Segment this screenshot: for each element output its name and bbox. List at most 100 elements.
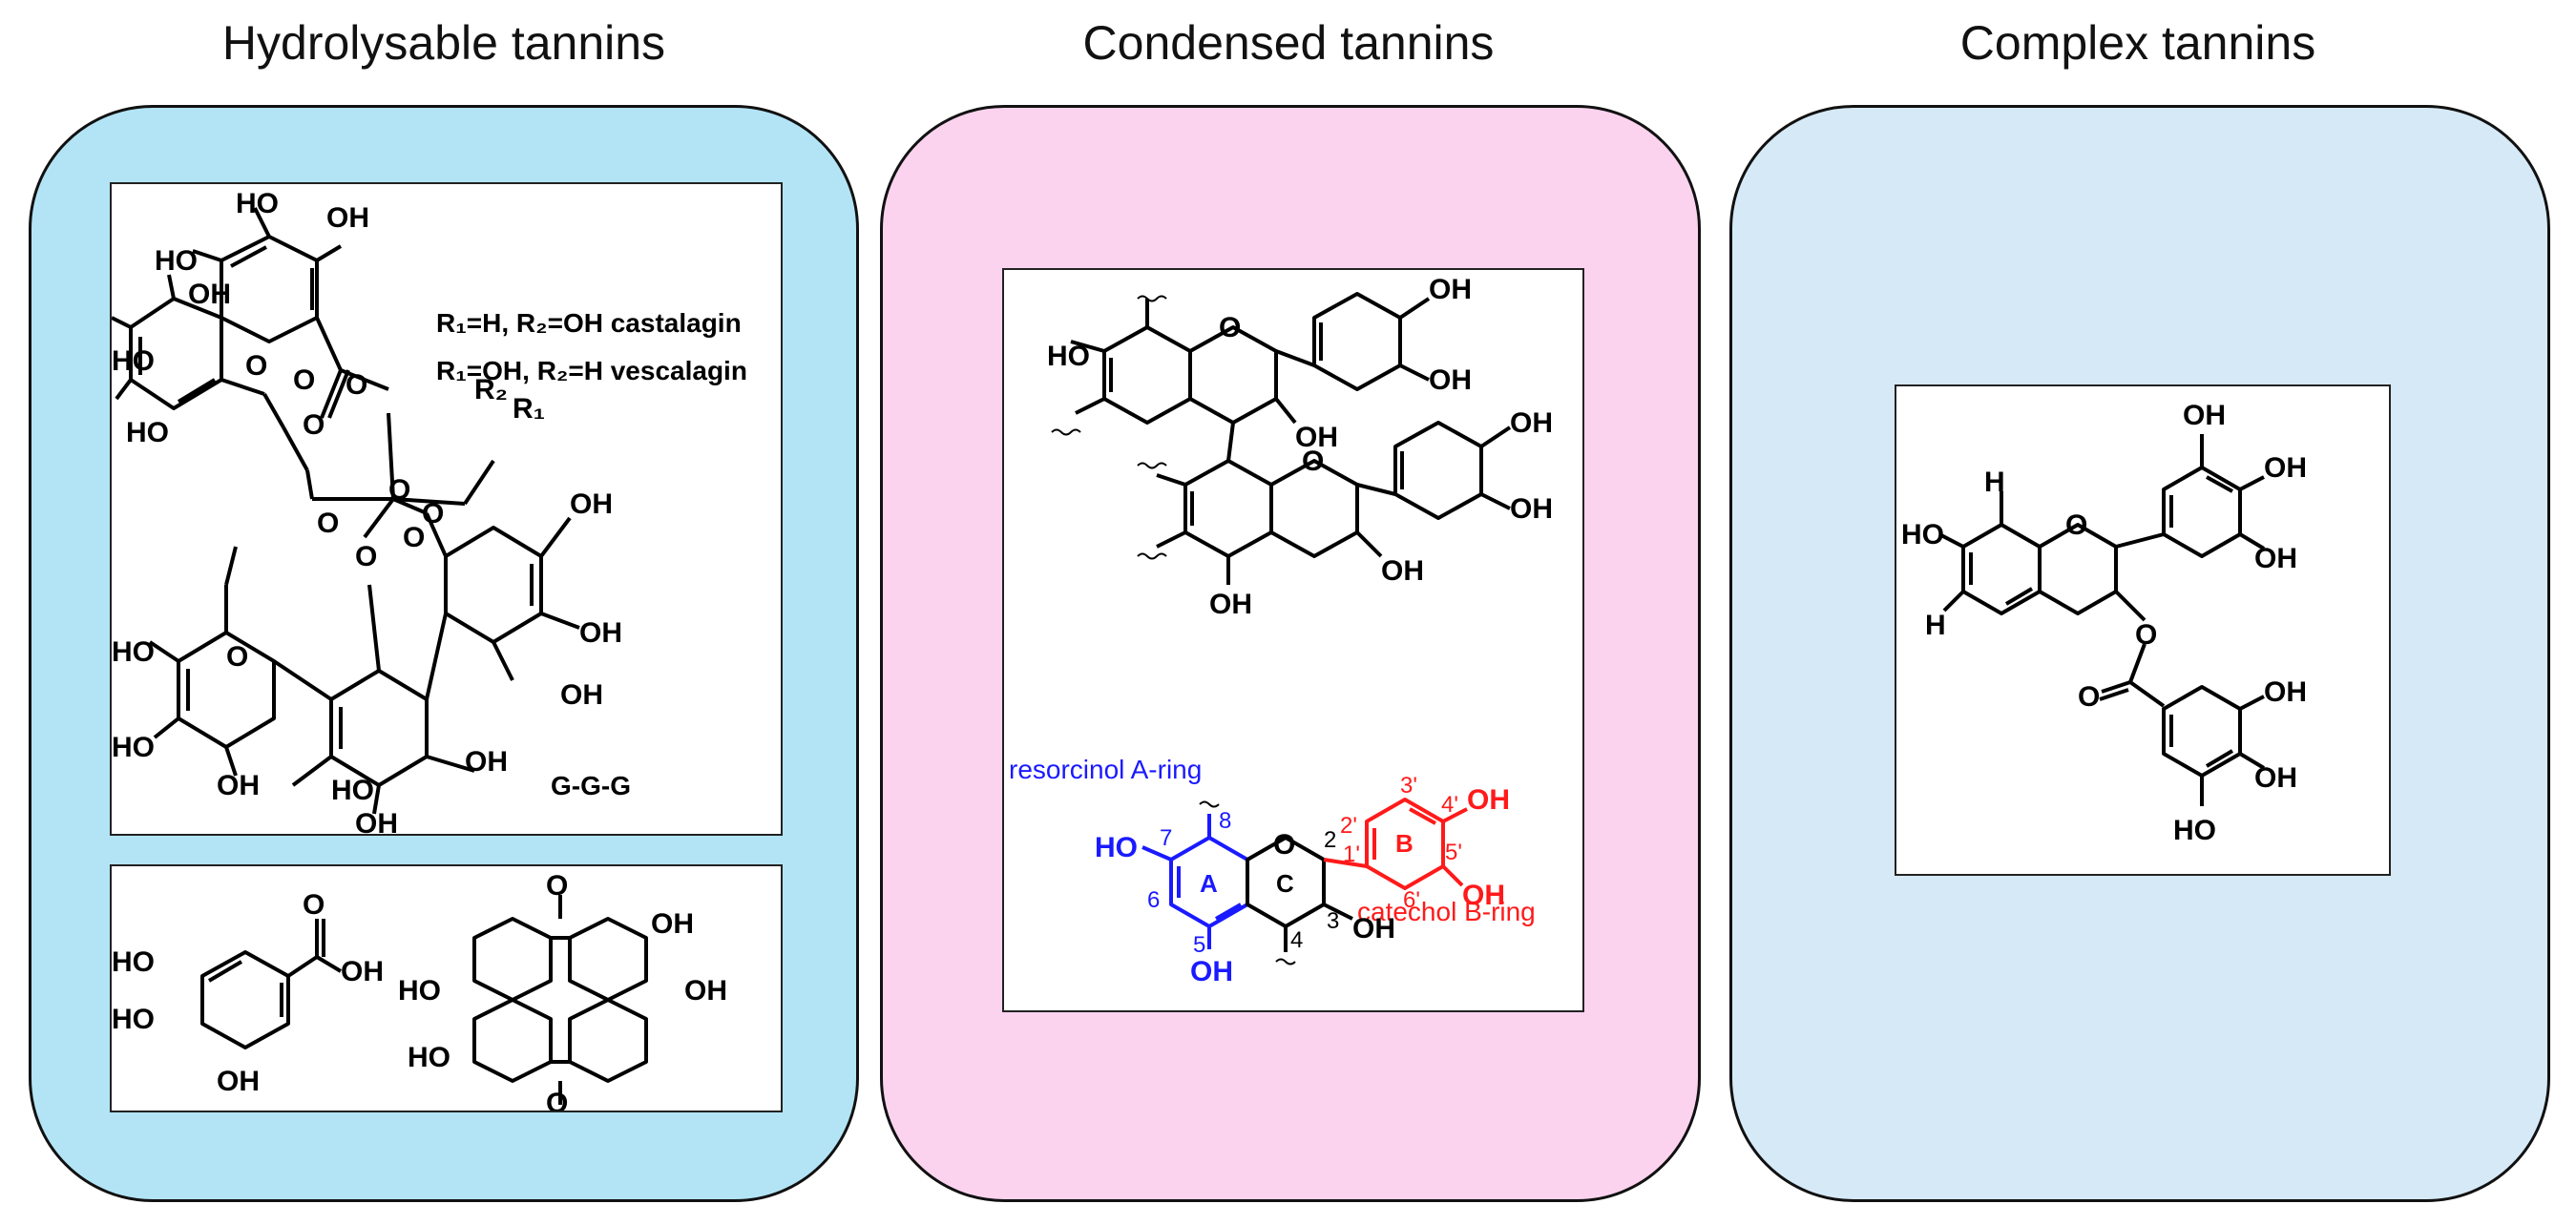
position-label: 4': [1441, 792, 1458, 818]
epigallocatechin-gallate-structure: H HO H O OH OH OH O O OH OH HO: [1901, 400, 2307, 846]
condensed-panel: HO O OH OH OH O OH OH OH OH: [880, 105, 1701, 1202]
position-label: 1': [1343, 841, 1360, 867]
atom-label: O: [1302, 446, 1324, 477]
atom-label: OH: [1462, 880, 1505, 911]
ring-b-label: B: [1395, 829, 1414, 858]
atom-label: HO: [236, 188, 279, 219]
ring-c-label: C: [1276, 869, 1294, 898]
atom-label: HO: [1901, 519, 1944, 550]
atom-label: OH: [1429, 364, 1472, 396]
catechol-label: catechol B-ring: [1357, 897, 1536, 926]
atom-label: OH: [1190, 956, 1233, 987]
castalagin-structure-box: HO OH HO OH HO HO O O O O R₂ R₁ O O O O …: [110, 182, 783, 836]
atom-label: O: [1273, 829, 1295, 861]
hydrolysable-panel: HO OH HO OH HO HO O O O O R₂ R₁ O O O O …: [29, 105, 859, 1202]
atom-label: OH: [2254, 543, 2297, 574]
atom-label: OH: [188, 279, 231, 310]
atom-label: OH: [570, 488, 613, 520]
position-label: 6': [1403, 887, 1420, 913]
atom-label: OH: [341, 956, 384, 987]
atom-label: HO: [2173, 815, 2216, 846]
atom-label: HO: [331, 775, 374, 806]
atom-label: OH: [1352, 913, 1395, 945]
atom-label: O: [388, 474, 410, 506]
atom-label: HO: [112, 1004, 155, 1035]
atom-label: O: [355, 541, 377, 572]
position-label: 4: [1290, 927, 1303, 953]
condensed-structure-box: HO O OH OH OH O OH OH OH OH: [1002, 268, 1584, 1012]
atom-label: OH: [217, 1066, 260, 1097]
atom-label: O: [226, 641, 248, 673]
atom-label: OH: [2264, 676, 2307, 708]
atom-label: OH: [1510, 493, 1553, 525]
atom-label: O: [245, 350, 267, 382]
atom-label: OH: [1429, 274, 1472, 305]
position-label: 8: [1219, 808, 1231, 834]
procyanidin-structure: HO O OH OH OH O OH OH OH OH: [1009, 274, 1553, 987]
atom-label: O: [317, 508, 339, 539]
position-label: 5': [1445, 840, 1462, 865]
hydrolysable-title: Hydrolysable tannins: [221, 16, 666, 70]
atom-label: OH: [1209, 589, 1252, 620]
atom-label: OH: [579, 617, 622, 649]
castalagin-legend: R₁=H, R₂=OH castalagin: [436, 308, 742, 338]
unit-label: G-G-G: [551, 771, 631, 800]
r1-label: R₁: [513, 393, 545, 425]
complex-title: Complex tannins: [1959, 16, 2316, 70]
resorcinol-label: resorcinol A-ring: [1009, 755, 1202, 784]
atom-label: O: [546, 870, 568, 902]
atom-label: HO: [112, 636, 155, 668]
position-label: 2': [1340, 813, 1357, 839]
position-label: 5: [1193, 932, 1205, 958]
position-label: 3: [1327, 908, 1339, 934]
atom-label: HO: [112, 345, 155, 377]
atom-label: O: [303, 889, 325, 921]
atom-label: HO: [408, 1042, 450, 1073]
atom-label: HO: [155, 245, 198, 277]
gallic-ellagic-box: OH O HO HO OH HO HO OH OH O O: [110, 864, 783, 1112]
position-label: 6: [1147, 887, 1160, 913]
r2-label: R₂: [474, 374, 508, 405]
atom-label: O: [403, 522, 425, 553]
vescalagin-legend: R₁=OH, R₂=H vescalagin: [436, 356, 747, 385]
atom-label: OH: [2264, 452, 2307, 484]
atom-label: HO: [112, 732, 155, 763]
atom-label: OH: [1381, 555, 1424, 587]
atom-label: OH: [684, 975, 727, 1007]
position-label: 7: [1160, 825, 1172, 851]
atom-label: OH: [2254, 762, 2297, 794]
atom-label: OH: [217, 770, 260, 801]
atom-label: O: [2065, 509, 2087, 541]
ring-a-label: A: [1200, 869, 1218, 898]
atom-label: O: [546, 1088, 568, 1112]
atom-label: OH: [1467, 784, 1510, 816]
position-label: 2: [1324, 827, 1336, 853]
atom-label: O: [2078, 681, 2100, 713]
atom-label: OH: [355, 808, 398, 836]
castalagin-structure: HO OH HO OH HO HO O O O O R₂ R₁ O O O O …: [112, 188, 747, 836]
atom-label: O: [293, 364, 315, 396]
complex-structure-box: H HO H O OH OH OH O O OH OH HO: [1895, 384, 2391, 876]
atom-label: O: [422, 498, 444, 529]
atom-label: O: [303, 409, 325, 441]
atom-label: HO: [1047, 341, 1090, 372]
atom-label: H: [1925, 610, 1946, 641]
gallic-ellagic-structure: OH O HO HO OH HO HO OH OH O O: [112, 870, 727, 1112]
atom-label: O: [346, 369, 367, 401]
atom-label: OH: [2183, 400, 2226, 431]
atom-label: O: [1219, 312, 1241, 343]
complex-panel: H HO H O OH OH OH O O OH OH HO: [1729, 105, 2550, 1202]
condensed-title: Condensed tannins: [1082, 16, 1495, 70]
atom-label: H: [1984, 467, 2005, 498]
atom-label: O: [2135, 619, 2157, 651]
atom-label: HO: [398, 975, 441, 1007]
atom-label: HO: [1095, 832, 1138, 863]
atom-label: OH: [651, 908, 694, 940]
atom-label: HO: [126, 417, 169, 448]
atom-label: OH: [1295, 422, 1338, 453]
atom-label: OH: [560, 679, 603, 711]
atom-label: OH: [1510, 407, 1553, 439]
atom-label: OH: [326, 202, 369, 234]
position-label: 3': [1400, 773, 1417, 799]
atom-label: OH: [465, 746, 508, 778]
